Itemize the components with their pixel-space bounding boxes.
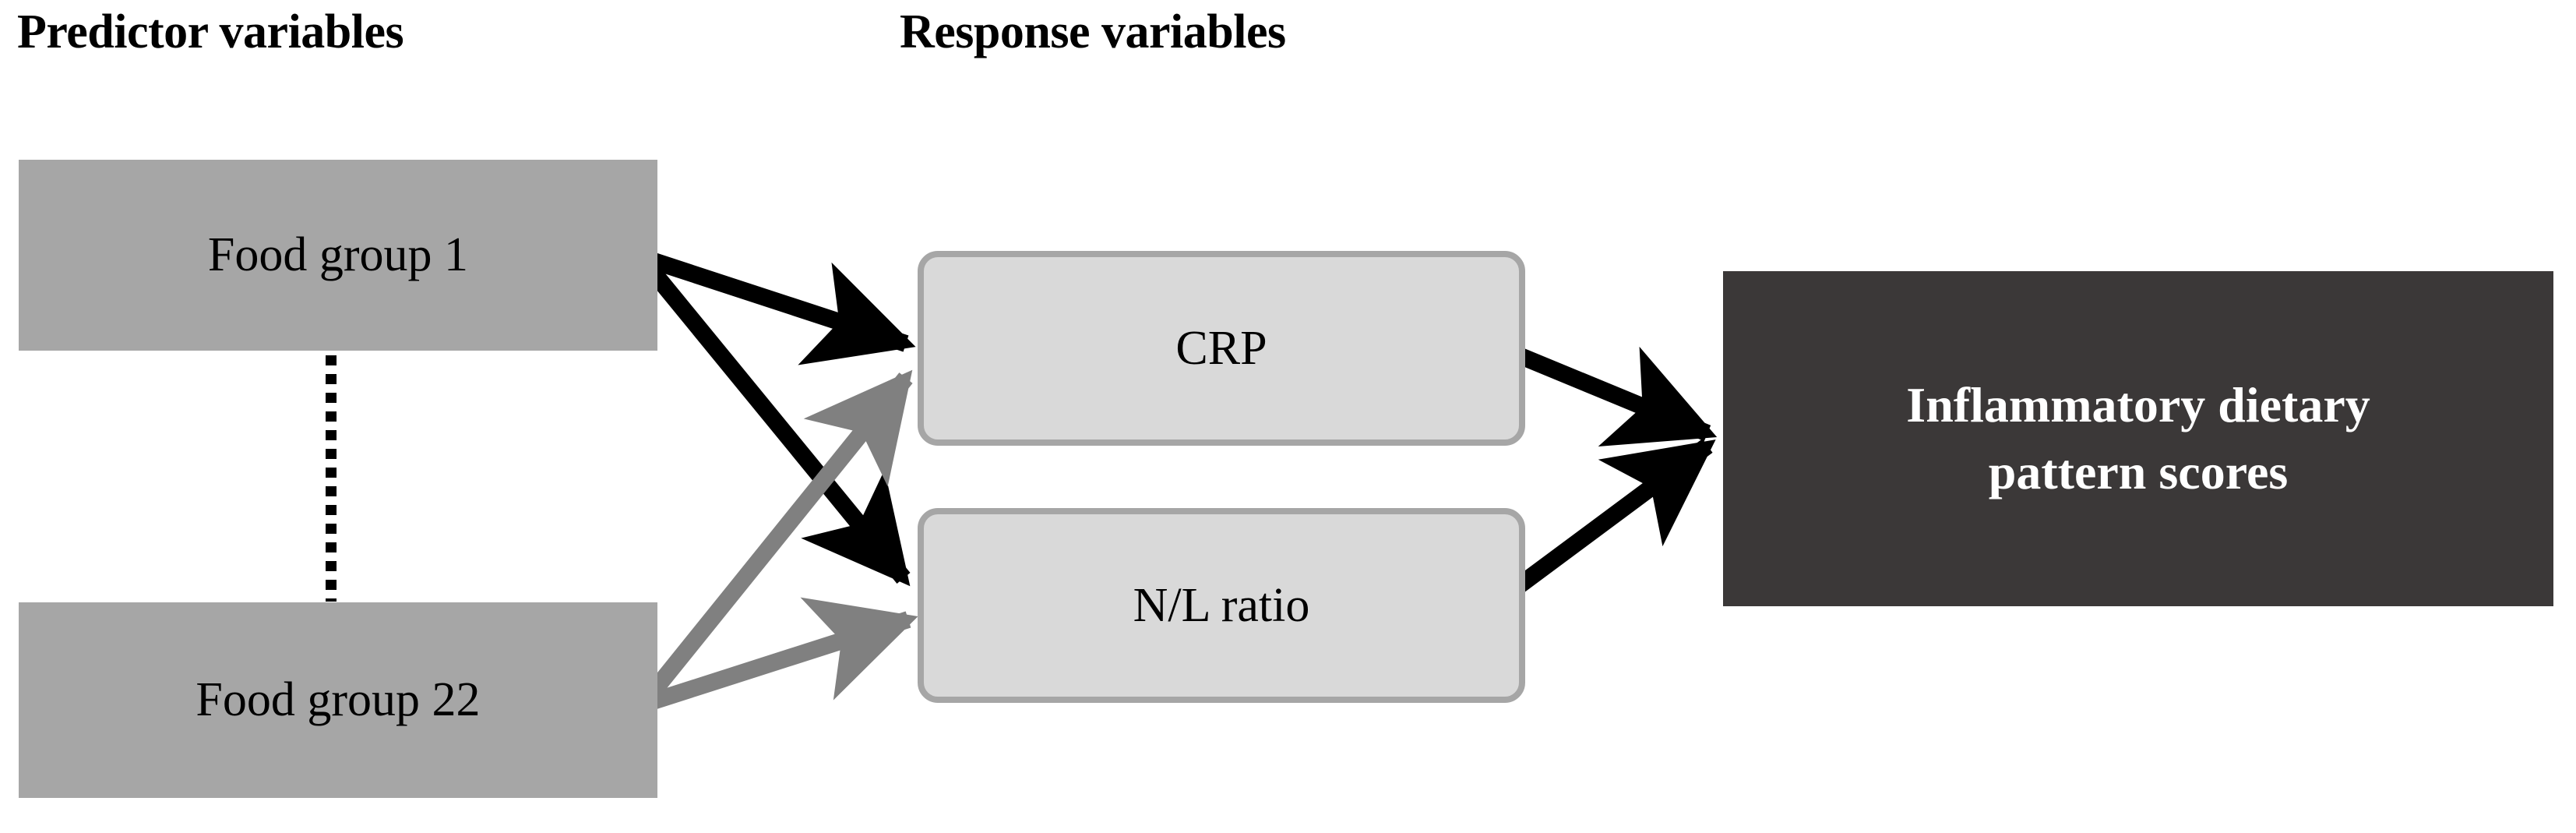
edge-nlratio-to-outcome: [1496, 439, 1716, 605]
column-header-predictor: Predictor variables: [17, 5, 404, 58]
node-food-group-22-label: Food group 22: [196, 673, 481, 726]
node-inflammatory-dietary-pattern-scores[interactable]: Inflammatory dietary pattern scores: [1723, 271, 2553, 606]
edge-foodgroup1-to-crp: [639, 249, 916, 365]
node-food-group-1-label: Food group 1: [207, 228, 469, 281]
node-nl-ratio-label: N/L ratio: [1133, 578, 1310, 632]
edge-foodgroup22-to-crp: [640, 369, 913, 705]
edge-crp-to-outcome: [1498, 340, 1718, 447]
node-outcome-label-line2: pattern scores: [1988, 444, 2289, 499]
node-food-group-1[interactable]: Food group 1: [19, 160, 657, 351]
edge-foodgroup22-to-nlratio: [645, 597, 918, 711]
node-crp[interactable]: CRP: [918, 251, 1525, 446]
node-nl-ratio[interactable]: N/L ratio: [918, 508, 1525, 703]
column-header-response: Response variables: [900, 5, 1286, 58]
node-crp-label: CRP: [1175, 321, 1267, 375]
edge-foodgroup1-to-nlratio: [636, 255, 911, 587]
node-food-group-22[interactable]: Food group 22: [19, 602, 657, 798]
node-outcome-label-line1: Inflammatory dietary: [1906, 376, 2370, 432]
dotted-connector-predictors: [326, 352, 337, 602]
